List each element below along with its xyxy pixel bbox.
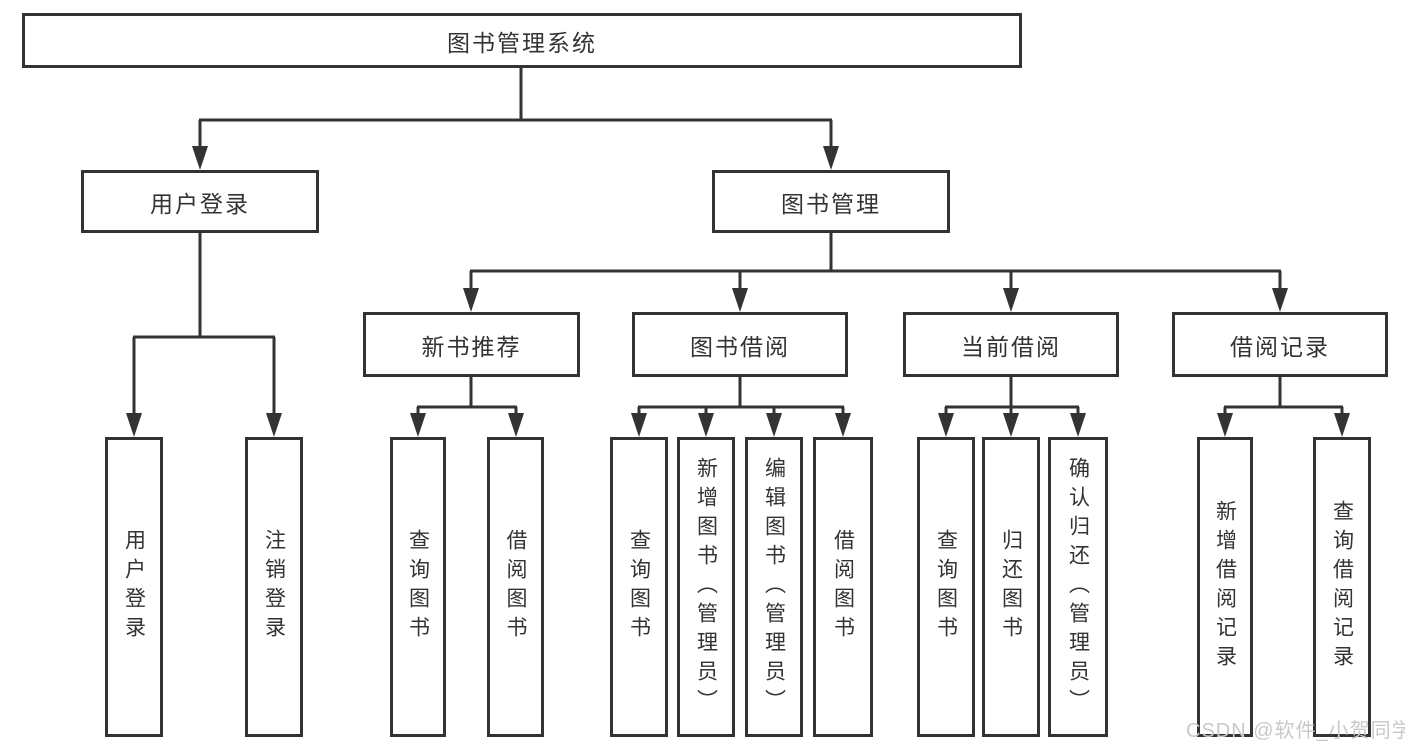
leaf-nbr-query-books: 查询图书 [390,437,446,737]
leaf-cb-confirm-return-admin-label: 确认归还（管理员） [1066,456,1090,718]
leaf-cb-query-books: 查询图书 [917,437,975,737]
node-root-label: 图书管理系统 [447,29,597,56]
leaf-bb-query-books: 查询图书 [610,437,668,737]
leaf-cb-return-books-label: 归还图书 [999,529,1023,645]
leaf-user-login-label: 用户登录 [122,529,146,645]
node-user-login-label: 用户登录 [150,190,250,217]
node-current-borrow: 当前借阅 [903,312,1119,377]
leaf-logout-label: 注销登录 [262,529,286,645]
leaf-nbr-borrow-books-label: 借阅图书 [504,529,527,645]
leaf-user-login: 用户登录 [105,437,163,737]
node-book-borrow-label: 图书借阅 [690,333,790,360]
leaf-br-add-record: 新增借阅记录 [1197,437,1253,737]
leaf-cb-query-books-label: 查询图书 [934,529,958,645]
leaf-cb-confirm-return-admin: 确认归还（管理员） [1048,437,1108,737]
node-user-login: 用户登录 [81,170,319,233]
leaf-bb-edit-book-admin-label: 编辑图书（管理员） [762,456,786,718]
watermark: CSDN @软件_小贺同学 [1186,720,1405,742]
leaf-bb-add-book-admin-label: 新增图书（管理员） [694,456,718,718]
leaf-br-query-record: 查询借阅记录 [1313,437,1371,737]
leaf-bb-query-books-label: 查询图书 [627,529,651,645]
node-borrow-records: 借阅记录 [1172,312,1388,377]
node-current-borrow-label: 当前借阅 [961,333,1061,360]
leaf-br-query-record-label: 查询借阅记录 [1330,500,1354,674]
leaf-bb-borrow-books: 借阅图书 [813,437,873,737]
node-book-borrow: 图书借阅 [632,312,848,377]
leaf-logout: 注销登录 [245,437,303,737]
leaf-nbr-borrow-books: 借阅图书 [487,437,544,737]
node-book-management-label: 图书管理 [781,190,881,217]
node-new-book-recommend-label: 新书推荐 [421,333,522,360]
node-borrow-records-label: 借阅记录 [1230,333,1330,360]
leaf-br-add-record-label: 新增借阅记录 [1213,500,1237,674]
leaf-bb-edit-book-admin: 编辑图书（管理员） [745,437,803,737]
leaf-cb-return-books: 归还图书 [982,437,1040,737]
node-root: 图书管理系统 [22,13,1022,68]
node-book-management: 图书管理 [712,170,950,233]
leaf-nbr-query-books-label: 查询图书 [406,529,430,645]
leaf-bb-borrow-books-label: 借阅图书 [831,529,855,645]
node-new-book-recommend: 新书推荐 [363,312,580,377]
leaf-bb-add-book-admin: 新增图书（管理员） [677,437,735,737]
